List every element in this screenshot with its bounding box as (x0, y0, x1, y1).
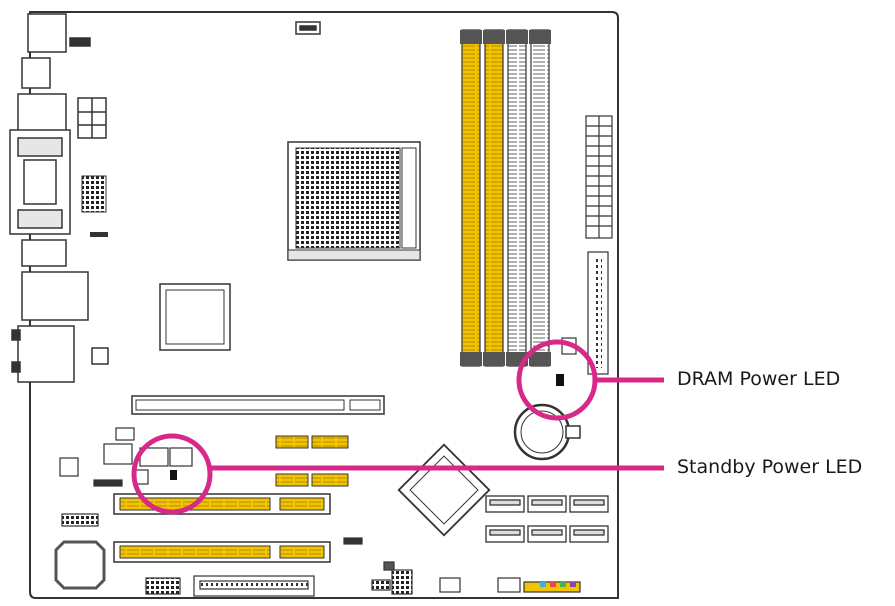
header-group-standby (59, 427, 193, 487)
atx-power-connector (585, 115, 613, 239)
pci-slot-2 (113, 541, 331, 563)
jumper-group-1 (275, 435, 349, 449)
io-port-lan (21, 239, 67, 267)
pin-header-left (81, 175, 108, 237)
dram-led-callout (516, 339, 664, 421)
io-jumper (69, 37, 91, 47)
audio-chip (91, 347, 109, 365)
dimm-slot-3 (507, 29, 527, 367)
rear-io-panel (9, 13, 91, 383)
cpu-socket (287, 141, 421, 261)
ide-connector (587, 251, 609, 375)
standby-power-led (170, 470, 177, 480)
atx12v-connector (77, 97, 107, 139)
dram-power-led-label: DRAM Power LED (677, 368, 841, 390)
io-port-usb2 (21, 271, 89, 321)
jumper-group-2 (275, 473, 349, 487)
battery (513, 403, 581, 461)
dimm-slot-1 (461, 29, 481, 367)
io-port-ps2 (21, 57, 51, 89)
dimm-slots (460, 29, 551, 367)
dimm-slot-4 (530, 29, 550, 367)
bottom-connectors (145, 561, 581, 597)
standby-led-callout (131, 433, 664, 515)
fan-header-top (295, 21, 321, 35)
io-port-audio (17, 325, 75, 383)
dimm-slot-2 (484, 29, 504, 367)
pcie-x16-slot (131, 395, 385, 415)
bottom-left-components (54, 513, 363, 590)
sata-connectors (485, 495, 609, 543)
io-port-usb (17, 93, 67, 135)
northbridge-chip (159, 283, 231, 351)
standby-power-led-label: Standby Power LED (677, 456, 863, 478)
io-port-top (27, 13, 67, 53)
